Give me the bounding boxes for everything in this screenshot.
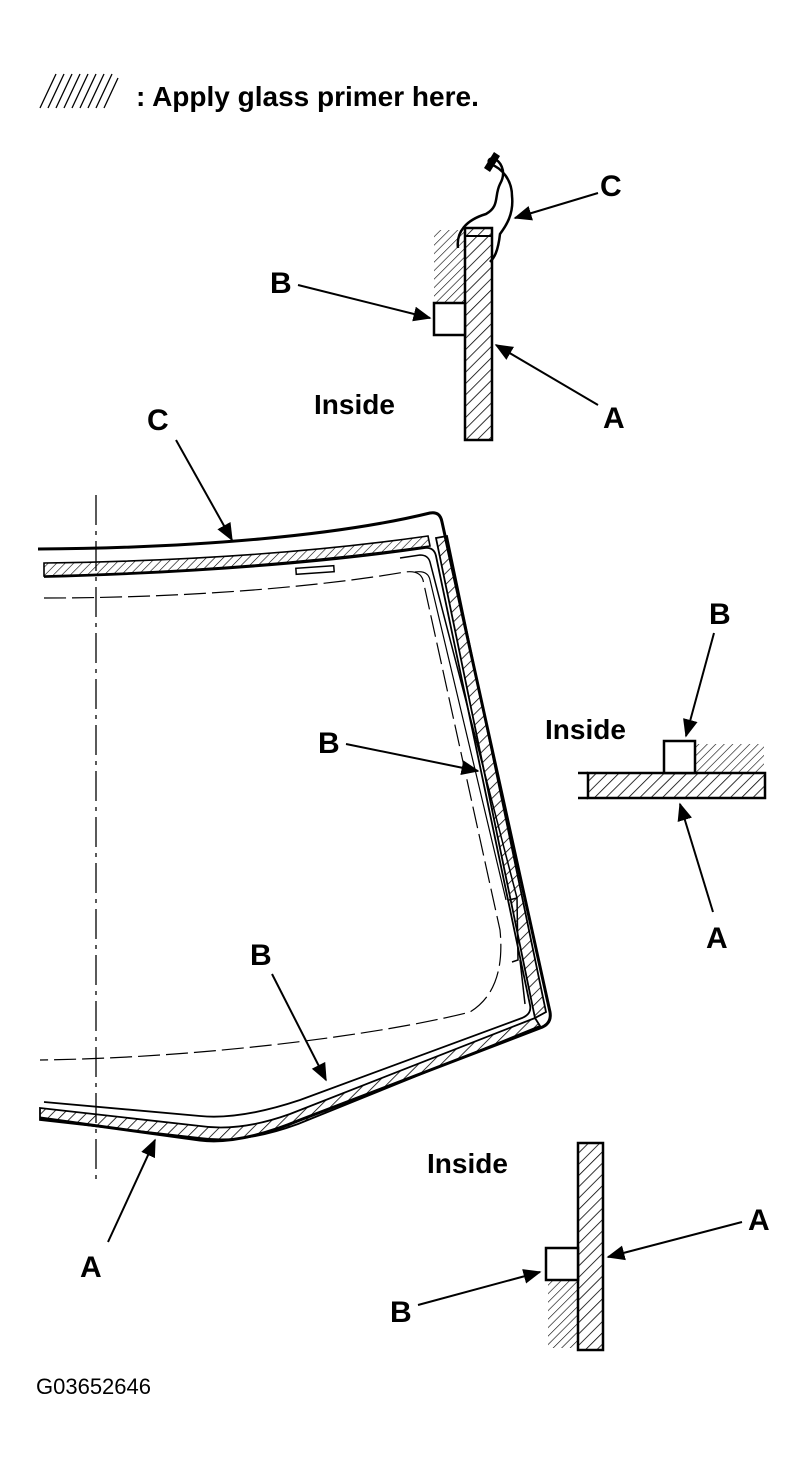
label-c-top: C bbox=[600, 170, 622, 203]
dam-rubber-top bbox=[432, 301, 467, 337]
glass-edge-side bbox=[586, 771, 767, 800]
label-b-right: B bbox=[709, 598, 731, 631]
label-b-bottom: B bbox=[250, 939, 272, 972]
primer-band-top bbox=[43, 535, 431, 577]
label-inside-bottom: Inside bbox=[427, 1148, 508, 1179]
dam-rubber-side bbox=[662, 739, 697, 775]
label-b-top: B bbox=[270, 267, 292, 300]
side-section-detail bbox=[578, 739, 767, 800]
hatch-swatch-icon bbox=[39, 73, 119, 109]
label-a-right: A bbox=[706, 922, 728, 955]
top-section-detail bbox=[432, 152, 514, 442]
bottom-section-detail bbox=[544, 1141, 605, 1352]
side-section-callouts: B Inside A bbox=[545, 598, 731, 955]
primer-band-side bbox=[434, 534, 548, 1020]
legend-text: : Apply glass primer here. bbox=[136, 81, 479, 112]
body-flange-side bbox=[696, 744, 764, 773]
label-b-side: B bbox=[318, 727, 340, 760]
label-a-top: A bbox=[603, 402, 625, 435]
body-flange-top bbox=[434, 230, 465, 302]
legend: : Apply glass primer here. bbox=[39, 73, 479, 112]
primer-band-bottom bbox=[39, 1016, 542, 1141]
dam-rubber-bottom bbox=[544, 1246, 580, 1282]
body-flange-bottom bbox=[548, 1280, 578, 1348]
label-a-bottom: A bbox=[748, 1204, 770, 1237]
glass-edge-top bbox=[463, 226, 494, 442]
glass-edge-bottom bbox=[576, 1141, 605, 1352]
top-section-callouts: C B A Inside bbox=[270, 170, 625, 435]
label-inside-top: Inside bbox=[314, 389, 395, 420]
figure-code: G03652646 bbox=[36, 1374, 151, 1399]
label-inside-right: Inside bbox=[545, 714, 626, 745]
main-view-callouts: C B B A bbox=[80, 404, 480, 1284]
label-b-bottom-detail: B bbox=[390, 1296, 412, 1329]
label-a-main: A bbox=[80, 1251, 102, 1284]
label-c-main: C bbox=[147, 404, 169, 437]
inner-dashed-line bbox=[39, 571, 502, 1061]
bottom-section-callouts: Inside A B bbox=[390, 1148, 770, 1329]
windshield-outline bbox=[37, 495, 552, 1180]
